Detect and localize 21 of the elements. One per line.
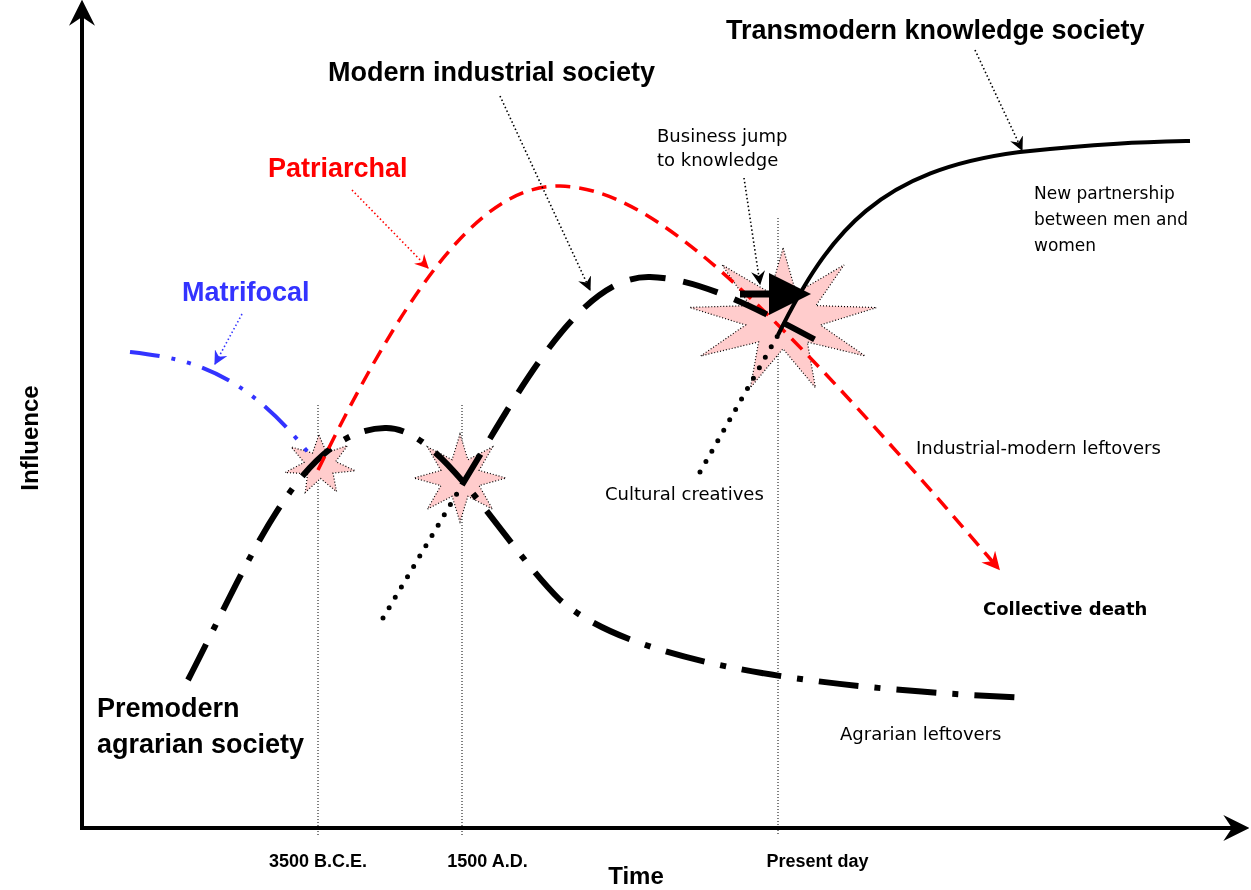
curve-title: Matrifocal xyxy=(182,277,310,307)
curve-title: Business jump to knowledge xyxy=(657,125,788,170)
axis-label: Influence xyxy=(15,384,44,493)
curve-label: Collective death xyxy=(983,597,1148,621)
leader-line xyxy=(974,49,1023,152)
tick-label: 1500 A.D. xyxy=(446,850,529,873)
curve-label: Premodern agrarian society xyxy=(97,692,306,761)
curve-label: New partnership between men and women xyxy=(1034,182,1190,257)
axis-label: Time xyxy=(607,861,665,890)
leader-line xyxy=(214,313,243,366)
tick-label: 3500 B.C.E. xyxy=(267,850,369,873)
curve-label: Industrial-modern leftovers xyxy=(916,436,1161,460)
leader-line xyxy=(499,95,591,292)
leader-line xyxy=(743,177,765,286)
curve-label: Cultural creatives xyxy=(605,482,764,506)
curve-label: Agrarian leftovers xyxy=(840,722,1002,746)
curve-title: Modern industrial society xyxy=(328,57,656,87)
curve-title: Transmodern knowledge society xyxy=(726,15,1145,45)
tick-label: Present day xyxy=(765,850,870,873)
leader-line xyxy=(351,189,429,269)
curve-title: Patriarchal xyxy=(268,153,408,183)
